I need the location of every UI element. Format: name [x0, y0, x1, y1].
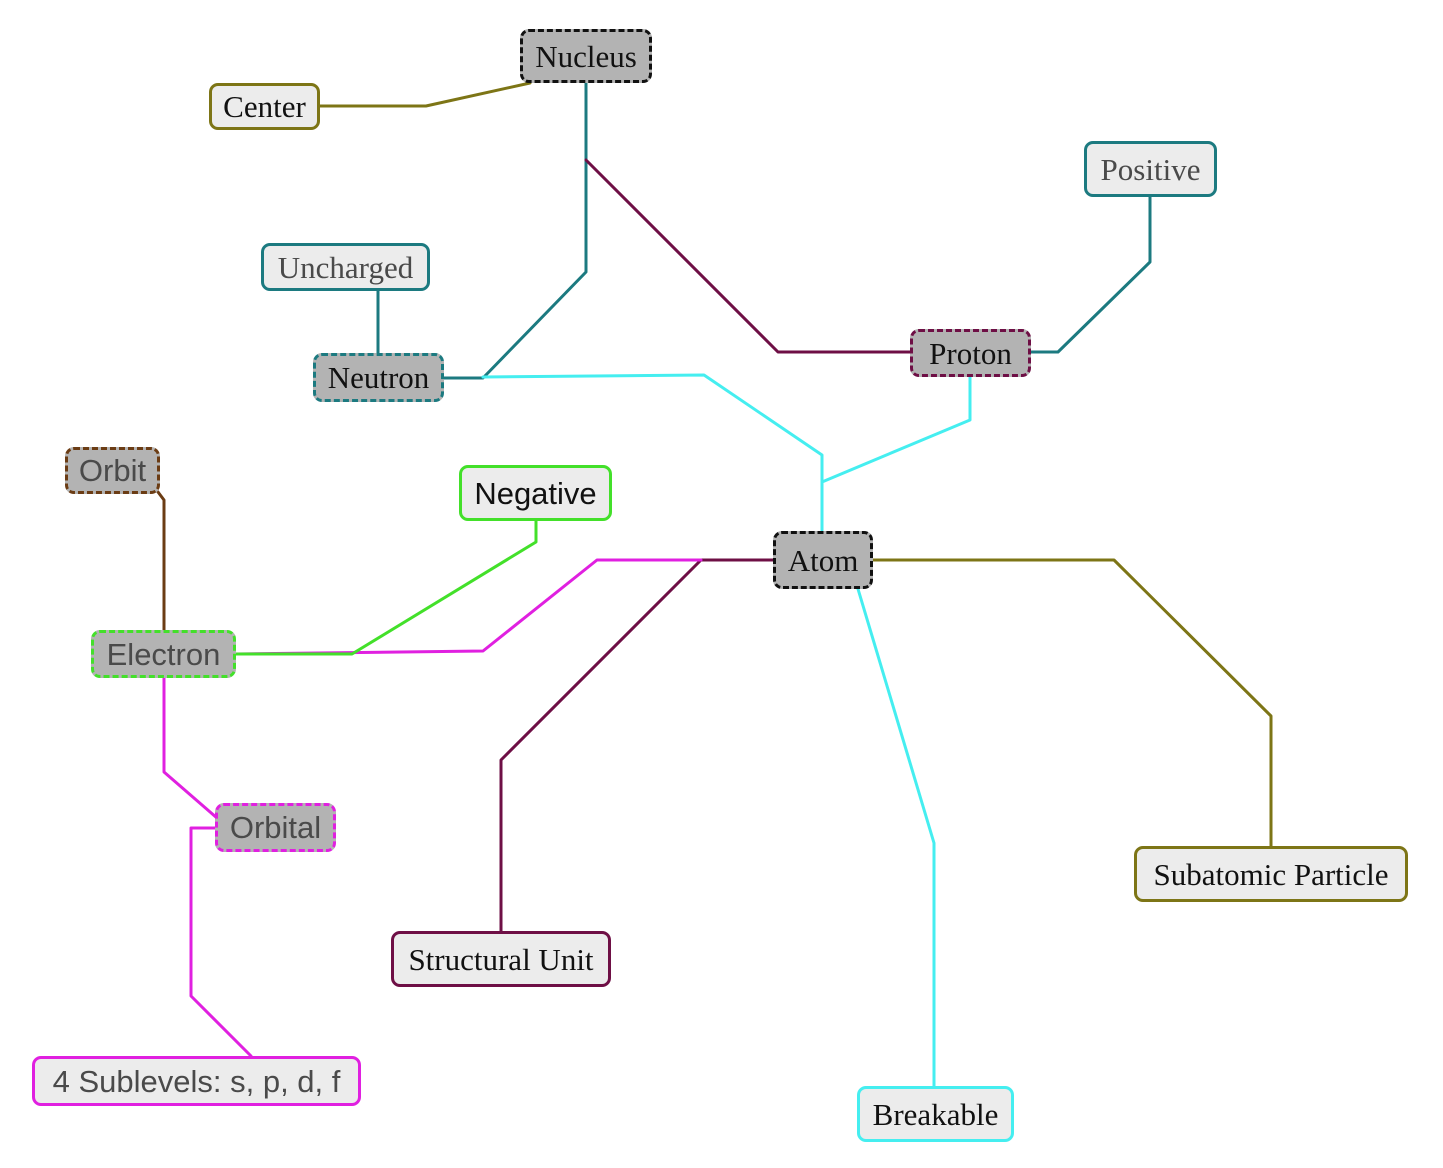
node-nucleus[interactable]: Nucleus [520, 29, 652, 83]
node-subatomic-particle-label: Subatomic Particle [1153, 856, 1389, 892]
node-atom[interactable]: Atom [773, 531, 873, 589]
node-electron[interactable]: Electron [91, 630, 236, 678]
node-neutron[interactable]: Neutron [313, 353, 444, 402]
node-nucleus-label: Nucleus [535, 38, 637, 74]
node-subatomic-particle[interactable]: Subatomic Particle [1134, 846, 1408, 902]
node-uncharged-label: Uncharged [277, 249, 414, 285]
node-center[interactable]: Center [209, 83, 320, 130]
edge-nucleus-proton [584, 158, 912, 354]
node-negative-label: Negative [474, 475, 597, 511]
edge-neutron-atom [481, 373, 824, 532]
edge-atom-subatomic-particle [871, 558, 1273, 848]
node-orbital-label: Orbital [229, 810, 322, 845]
node-structural-unit[interactable]: Structural Unit [391, 931, 611, 987]
edge-nucleus-center [318, 81, 532, 108]
edge-orbit-electron [156, 490, 166, 632]
node-proton[interactable]: Proton [910, 329, 1031, 377]
edge-electron-orbital [162, 676, 219, 820]
edge-positive-proton [1029, 195, 1152, 354]
node-breakable-label: Breakable [872, 1096, 999, 1132]
node-structural-unit-label: Structural Unit [408, 941, 594, 977]
node-uncharged[interactable]: Uncharged [261, 243, 430, 291]
edge-negative-electron [234, 519, 538, 656]
edge-atom-breakable [856, 587, 936, 1088]
node-proton-label: Proton [929, 335, 1012, 371]
edge-atom-electron [234, 558, 703, 656]
node-negative[interactable]: Negative [459, 465, 612, 521]
node-orbital[interactable]: Orbital [215, 803, 336, 852]
node-orbit-label: Orbit [78, 453, 147, 488]
node-sublevels[interactable]: 4 Sublevels: s, p, d, f [32, 1056, 361, 1106]
edge-nucleus-neutron [442, 81, 588, 380]
node-breakable[interactable]: Breakable [857, 1086, 1014, 1142]
node-orbit[interactable]: Orbit [65, 447, 160, 494]
node-electron-label: Electron [106, 636, 221, 672]
node-neutron-label: Neutron [327, 360, 430, 395]
edge-orbital-sublevels [189, 826, 253, 1058]
node-sublevels-label: 4 Sublevels: s, p, d, f [52, 1063, 341, 1099]
node-atom-label: Atom [787, 542, 859, 578]
edge-atom-structural-unit [499, 558, 775, 933]
node-positive[interactable]: Positive [1084, 141, 1217, 197]
edge-proton-atom [820, 375, 972, 484]
node-positive-label: Positive [1100, 151, 1201, 187]
node-center-label: Center [223, 89, 306, 124]
